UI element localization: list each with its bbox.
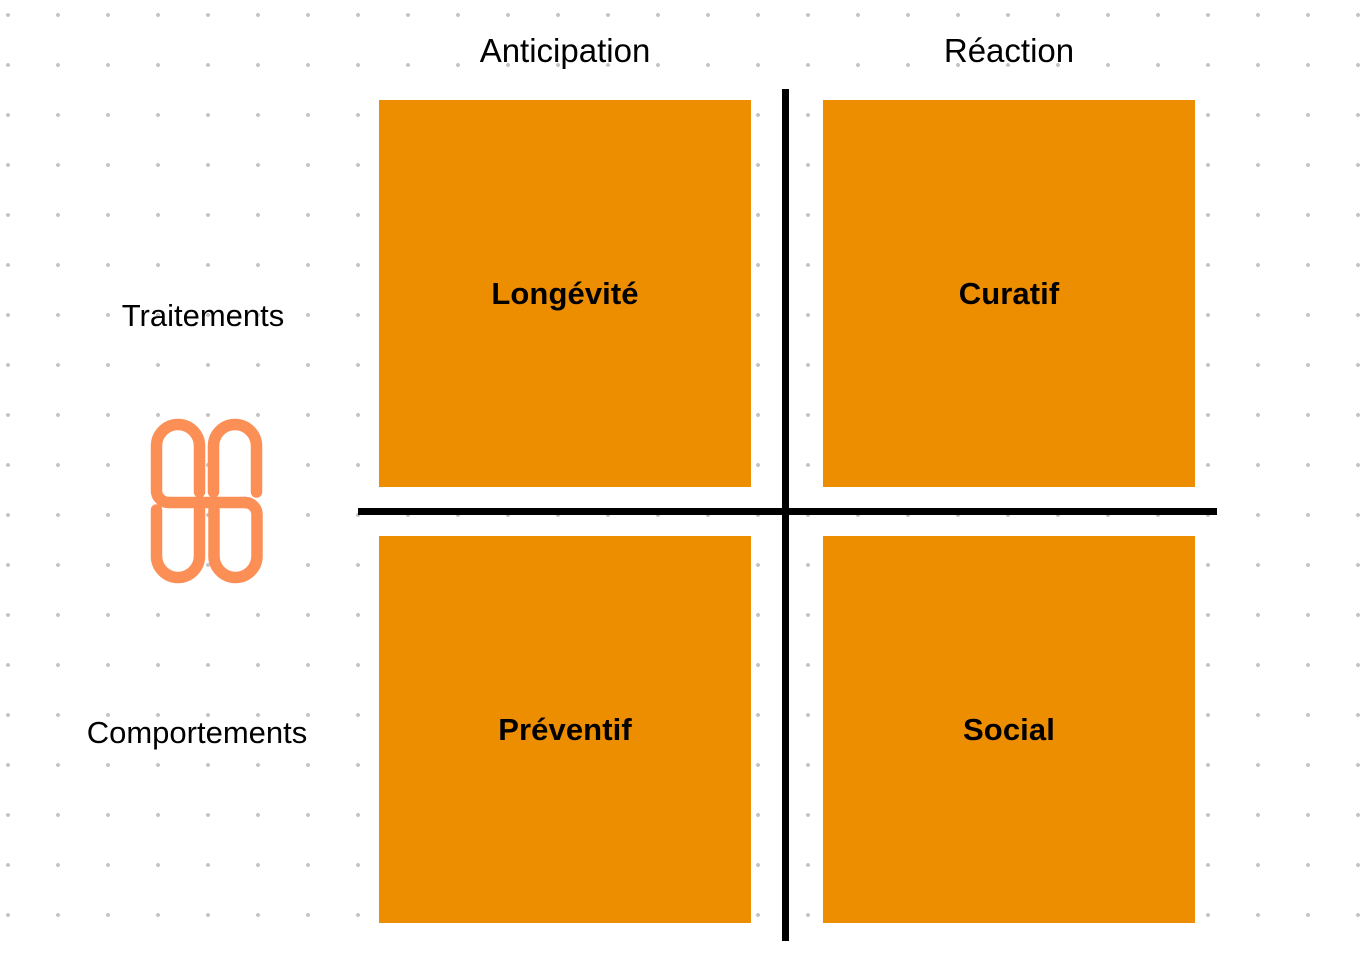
column-header-anticipation: Anticipation [479, 32, 651, 69]
quadrant-label-social: Social [963, 711, 1055, 747]
quadrant-social[interactable]: Social [823, 536, 1195, 923]
quadrant-curatif[interactable]: Curatif [823, 100, 1195, 487]
quadrant-label-longevite: Longévité [491, 275, 639, 311]
column-header-reaction: Réaction [943, 32, 1075, 69]
brand-logo-icon [148, 416, 266, 586]
quadrant-label-curatif: Curatif [958, 275, 1060, 311]
vertical-divider [782, 89, 789, 941]
brand-logo-svg [150, 418, 263, 584]
row-label-traitements: Traitements [121, 298, 285, 333]
quadrant-longevite[interactable]: Longévité [379, 100, 751, 487]
row-label-comportements: Comportements [86, 715, 308, 750]
quadrant-preventif[interactable]: Préventif [379, 536, 751, 923]
quadrant-label-preventif: Préventif [498, 711, 632, 747]
horizontal-divider [358, 508, 1217, 515]
